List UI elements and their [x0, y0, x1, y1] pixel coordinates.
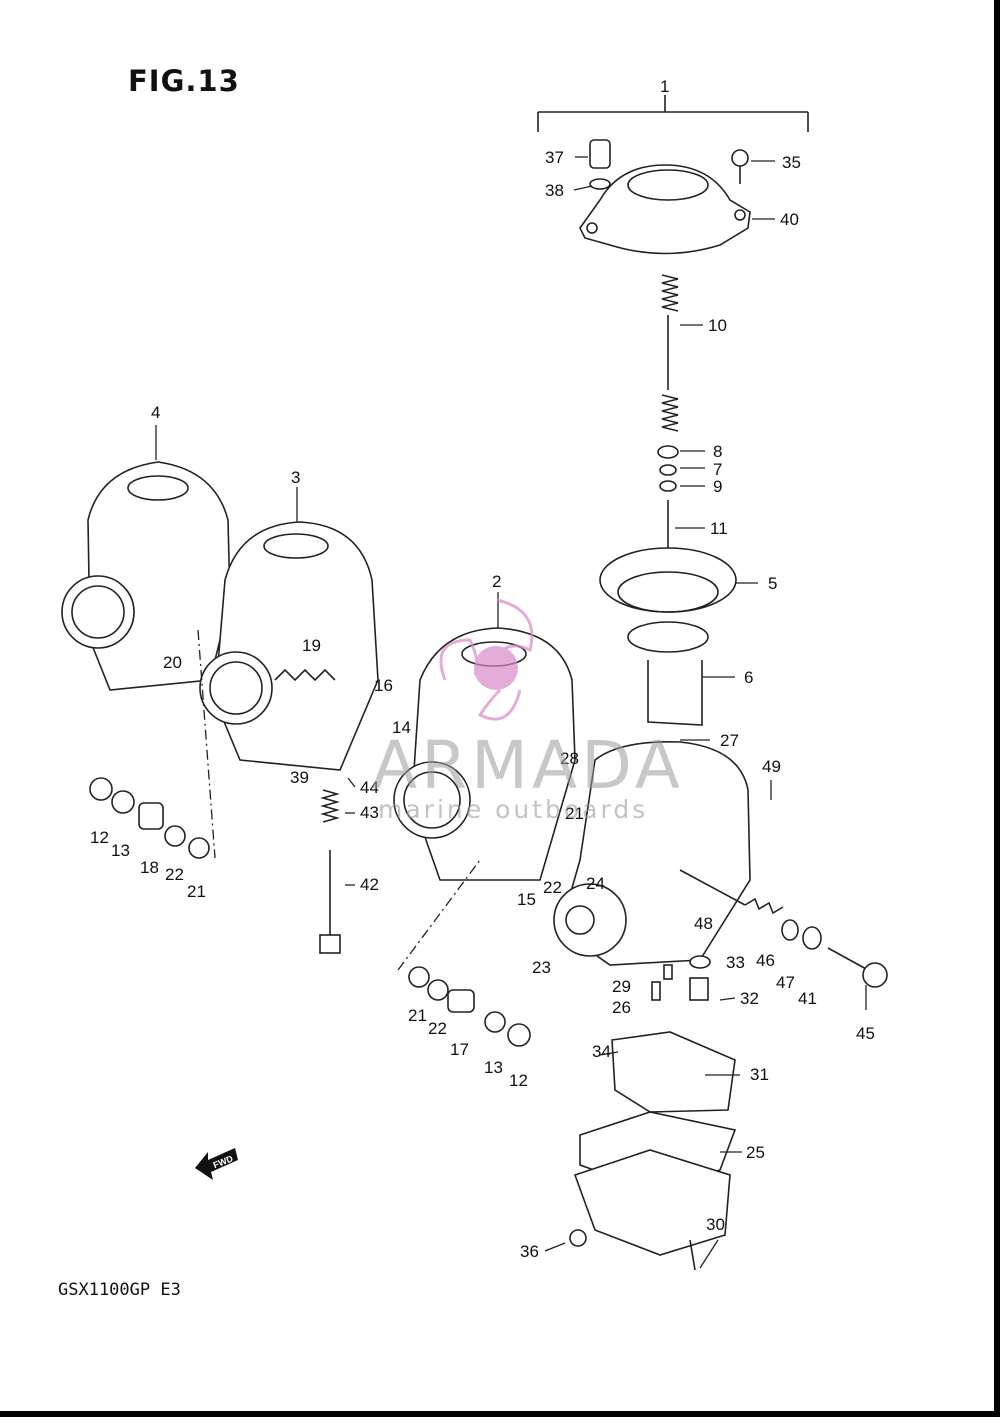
callout-5: 5 — [768, 574, 777, 593]
nut-washer-set-left — [89, 777, 210, 859]
callout-32: 32 — [740, 989, 759, 1008]
callout-23: 23 — [532, 958, 551, 977]
callout-22b: 22 — [543, 878, 562, 897]
scan-border-bottom — [0, 1411, 1000, 1417]
carburetor-2 — [393, 627, 576, 881]
leader-lines — [155, 156, 867, 1269]
callout-44: 44 — [360, 778, 379, 797]
pilot-screw-part — [319, 789, 341, 954]
callout-31: 31 — [750, 1065, 769, 1084]
callout-29: 29 — [612, 977, 631, 996]
cap-part — [589, 139, 611, 169]
washer-part — [659, 480, 677, 492]
bowl-gasket-part — [579, 1111, 737, 1191]
callout-46: 46 — [756, 951, 775, 970]
forward-direction-arrow-icon: FWD — [195, 1148, 238, 1180]
callout-9: 9 — [713, 477, 722, 496]
choke-plunger-part — [679, 869, 888, 988]
callout-47: 47 — [776, 973, 795, 992]
screw-part — [731, 149, 749, 184]
callout-12a: 12 — [90, 828, 109, 847]
jet-parts — [651, 955, 711, 1001]
callout-39: 39 — [290, 768, 309, 787]
callout-42: 42 — [360, 875, 379, 894]
callout-21a: 21 — [565, 804, 584, 823]
callout-13b: 13 — [484, 1058, 503, 1077]
retainer-part — [657, 445, 679, 459]
callout-labels: 1 37 38 35 40 10 8 7 9 11 5 6 27 49 4 3 … — [90, 77, 875, 1261]
callout-34: 34 — [592, 1042, 611, 1061]
callout-26: 26 — [612, 998, 631, 1017]
callout-24: 24 — [586, 874, 605, 893]
float-bowl-part — [573, 1149, 731, 1256]
callout-14: 14 — [392, 718, 411, 737]
callout-15: 15 — [517, 890, 536, 909]
clip-part — [659, 464, 677, 476]
callout-37: 37 — [545, 148, 564, 167]
propeller-logo-icon — [439, 598, 534, 721]
callout-1: 1 — [660, 77, 669, 96]
callout-35: 35 — [782, 153, 801, 172]
callout-38: 38 — [545, 181, 564, 200]
callout-48: 48 — [694, 914, 713, 933]
callout-21b: 21 — [187, 882, 206, 901]
callout-16: 16 — [374, 676, 393, 695]
callout-11: 11 — [710, 519, 728, 538]
piston-valve-part — [627, 621, 709, 726]
callout-22c: 22 — [428, 1019, 447, 1038]
callout-19: 19 — [302, 636, 321, 655]
callout-20: 20 — [163, 653, 182, 672]
float-part — [611, 1031, 736, 1113]
spring-part — [661, 274, 679, 432]
callout-45: 45 — [856, 1024, 875, 1043]
callout-4: 4 — [151, 403, 160, 422]
callout-33: 33 — [726, 953, 745, 972]
drain-screw-part — [569, 1229, 696, 1271]
callout-30: 30 — [706, 1215, 725, 1234]
nut-washer-set-bottom — [408, 966, 531, 1047]
figure-title: FIG.13 — [128, 64, 240, 98]
ring-part — [589, 178, 611, 190]
callout-43: 43 — [360, 803, 379, 822]
callout-13a: 13 — [111, 841, 130, 860]
callout-21c: 21 — [408, 1006, 427, 1025]
callout-28: 28 — [560, 749, 579, 768]
callout-12b: 12 — [509, 1071, 528, 1090]
carburetor-1-body — [553, 741, 751, 966]
callout-6: 6 — [744, 668, 753, 687]
fwd-label: FWD — [212, 1153, 235, 1170]
callout-17: 17 — [450, 1040, 469, 1059]
callout-10: 10 — [708, 316, 727, 335]
carburetor-3 — [199, 521, 379, 771]
carburetor-top-cap-part — [579, 164, 751, 255]
callout-40: 40 — [780, 210, 799, 229]
callout-2: 2 — [492, 572, 501, 591]
callout-7: 7 — [713, 460, 722, 479]
callout-22a: 22 — [165, 865, 184, 884]
callout-49: 49 — [762, 757, 781, 776]
callout-41: 41 — [798, 989, 817, 1008]
callout-27: 27 — [720, 731, 739, 750]
assembly-bracket — [537, 95, 809, 132]
scan-border-right — [994, 0, 1000, 1417]
callout-3: 3 — [291, 468, 300, 487]
callout-36: 36 — [520, 1242, 539, 1261]
callout-8: 8 — [713, 442, 722, 461]
carburetor-4 — [61, 461, 231, 691]
callout-18: 18 — [140, 858, 159, 877]
callout-25: 25 — [746, 1143, 765, 1162]
model-code-label: GSX1100GP E3 — [58, 1280, 181, 1300]
diaphragm-part — [599, 547, 737, 613]
